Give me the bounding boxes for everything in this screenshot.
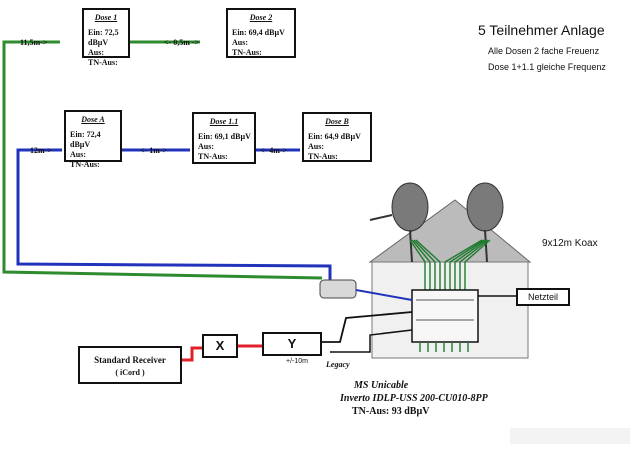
cable-red-2 (182, 346, 202, 362)
multiswitch (411, 289, 479, 343)
dose-a-box: Dose A Ein: 72,4 dBµV Aus: TN-Aus: (64, 110, 122, 169)
dose-1-1-ein: Ein: 69,1 dBµV (198, 132, 251, 141)
dose-2-ein: Ein: 69,4 dBµV (232, 28, 285, 37)
dose-1-aus: Aus: (88, 48, 105, 57)
dose-b-aus: Aus: (308, 142, 325, 151)
dose-b-box: Dose B Ein: 64,9 dBµV Aus: TN-Aus: (302, 112, 372, 162)
cable-label-0-5m: <- 0,5m -> (164, 38, 200, 47)
dose-1-1-box: Dose 1.1 Ein: 69,1 dBµV Aus: TN-Aus: (192, 112, 256, 164)
dose-a-aus: Aus: (70, 150, 87, 159)
cable-label-4m: <- 4m-> (260, 146, 288, 155)
dose-a-ein: Ein: 72,4 dBµV (70, 130, 101, 149)
multiswitch-line-2: Inverto IDLP-USS 200-CU010-8PP (340, 393, 488, 404)
receiver-model: ( iCord ) (115, 368, 145, 377)
dose-a-tn: TN-Aus: (70, 160, 100, 169)
koax-label: 9x12m Koax (542, 238, 598, 249)
cable-black-y (322, 311, 413, 343)
watermark-area (510, 428, 630, 444)
multiswitch-line-3: TN-Aus: 93 dBµV (352, 406, 430, 417)
koax-bundle (409, 239, 491, 292)
cable-blue (16, 148, 332, 282)
cable-black-legacy (330, 329, 413, 353)
multiswitch-line-1: MS Unicable (354, 380, 409, 391)
dose-1-tn: TN-Aus: (88, 58, 118, 67)
page-title: 5 Teilnehmer Anlage (478, 22, 605, 38)
legacy-label: Legacy (326, 360, 350, 369)
dose-b-tn: TN-Aus: (308, 152, 338, 161)
dose-1-ein: Ein: 72,5 dBµV (88, 28, 119, 47)
standard-receiver-box: Standard Receiver ( iCord ) (78, 346, 182, 384)
splitter-device (319, 279, 357, 299)
dose-1-title: Dose 1 (94, 13, 118, 22)
receiver-name: Standard Receiver (94, 355, 166, 365)
note-same-frequency: Dose 1+1.1 gleiche Frequenz (488, 62, 606, 72)
note-frequency: Alle Dosen 2 fache Freuenz (488, 46, 600, 56)
dose-b-title: Dose B (325, 117, 349, 126)
dose-1-1-aus: Aus: (198, 142, 215, 151)
cable-label-11-5m: 11,5m-> (20, 38, 48, 47)
dose-a-title: Dose A (81, 115, 105, 124)
dose-1-1-title: Dose 1.1 (209, 117, 239, 126)
dose-2-title: Dose 2 (249, 13, 273, 22)
y-box: Y (262, 332, 322, 356)
dose-2-aus: Aus: (232, 38, 249, 47)
satellite-dish-right-icon (466, 182, 504, 263)
dose-1-1-tn: TN-Aus: (198, 152, 228, 161)
multiswitch-outputs (419, 342, 469, 352)
cable-label-1m: <- 1m-> (140, 146, 168, 155)
dose-2-box: Dose 2 Ein: 69,4 dBµV Aus: TN-Aus: (226, 8, 296, 58)
netzteil-box: Netzteil (516, 288, 570, 306)
dose-2-tn: TN-Aus: (232, 48, 262, 57)
cable-green (2, 40, 323, 280)
x-box: X (202, 334, 238, 358)
dose-1-box: Dose 1 Ein: 72,5 dBµV Aus: TN-Aus: (82, 8, 130, 67)
cable-label-12m: 12m-> (30, 146, 52, 155)
length-note: +/-10m (286, 358, 308, 365)
satellite-dish-left-icon (369, 182, 429, 263)
dose-b-ein: Ein: 64,9 dBµV (308, 132, 361, 141)
